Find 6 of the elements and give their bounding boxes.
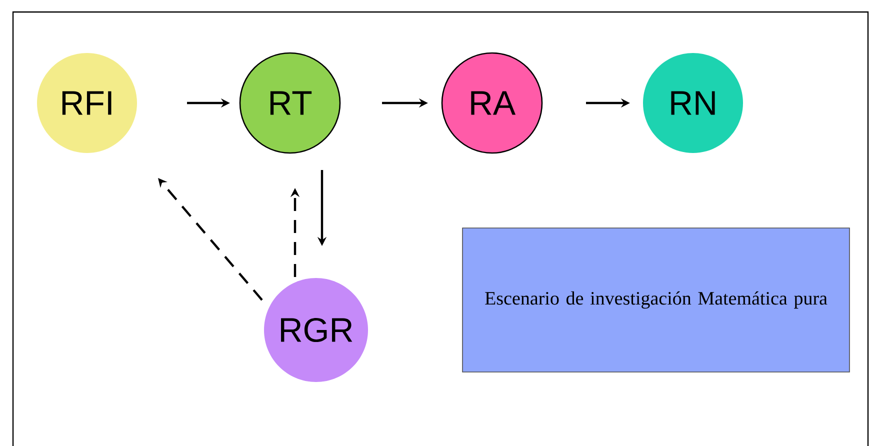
circle-node: RT [239, 52, 341, 154]
text-box: Escenario de investigación Matemática pura [462, 228, 850, 372]
circle-node: RGR [264, 278, 368, 382]
circle-node: RN [643, 53, 743, 153]
circle-node: RFI [37, 53, 137, 153]
circle-node: RA [441, 52, 543, 154]
